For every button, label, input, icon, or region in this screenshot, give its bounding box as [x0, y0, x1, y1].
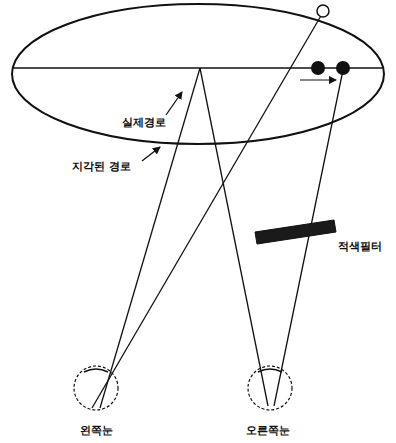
filter-label: 적색필터 — [336, 240, 384, 254]
displacement-arrow — [300, 80, 336, 81]
red-filter — [255, 220, 336, 244]
eye-label: 오른쪽눈 — [244, 424, 292, 438]
right-eye — [248, 366, 292, 410]
path-label: 실제경로 — [120, 116, 168, 130]
sight-line — [100, 68, 200, 408]
leader-arrow — [142, 147, 160, 161]
perceived-bob — [317, 5, 329, 17]
eye-label: 왼쪽눈 — [78, 424, 115, 438]
left-eye — [74, 366, 118, 410]
path-label: 지각된 경로 — [70, 160, 133, 174]
sight-line — [92, 14, 322, 408]
bob-dot — [311, 61, 325, 75]
actual-path — [13, 67, 383, 69]
leader-arrow — [166, 92, 182, 115]
eye-lens — [84, 369, 108, 372]
eye-lens — [258, 369, 282, 372]
bob-dot — [336, 61, 350, 75]
